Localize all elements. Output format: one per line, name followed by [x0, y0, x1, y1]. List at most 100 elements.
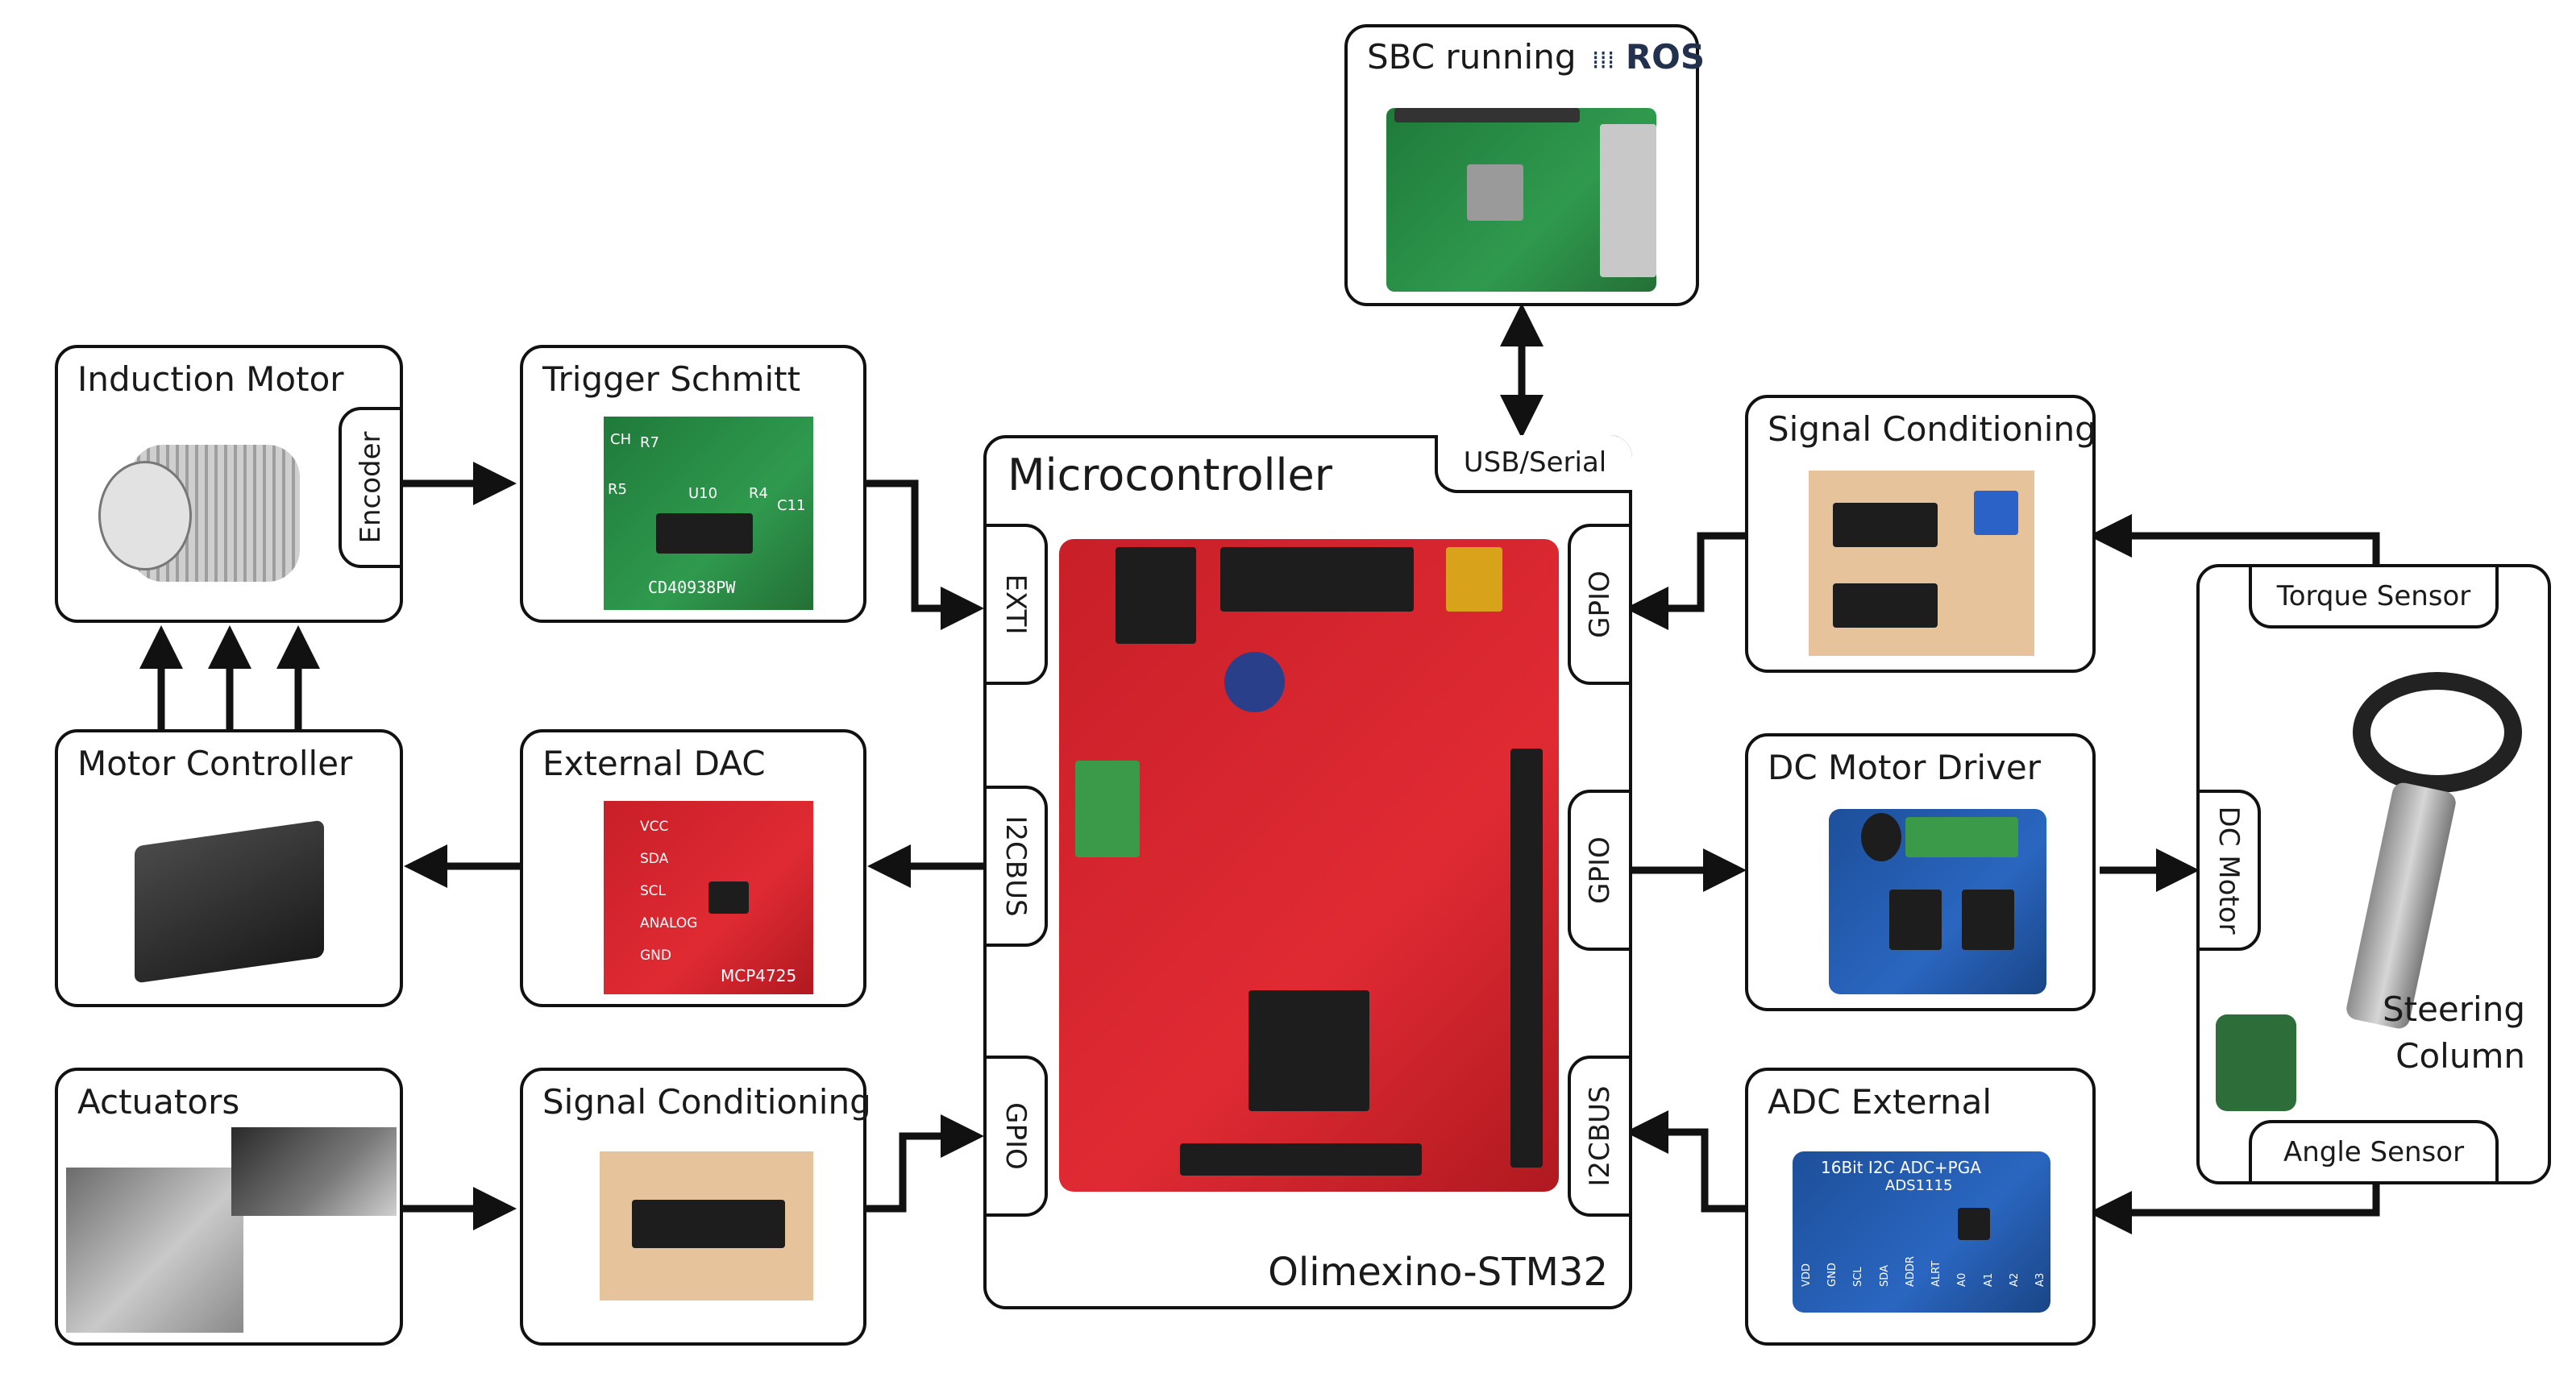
adc-pin-a0: A0: [1956, 1272, 1969, 1287]
exti-label: EXTI: [999, 574, 1032, 635]
dac-pin-sda: SDA: [640, 851, 669, 867]
microcontroller-title: Microcontroller: [1008, 450, 1332, 500]
adc-pin-scl: SCL: [1852, 1267, 1865, 1287]
ros-logo-icon: ⁞⁞⁞: [1591, 47, 1615, 75]
dac-pin-scl: SCL: [640, 883, 667, 899]
adc-external-image: 16Bit I2C ADC+PGA ADS1115 VDD GND SCL SD…: [1793, 1151, 2050, 1313]
motor-controller-title: Motor Controller: [77, 744, 353, 783]
trigger-schmitt-box: Trigger Schmitt CD40938PW U10 R7 CH R5 R…: [520, 345, 866, 623]
gpio-right-top-label: GPIO: [1584, 570, 1616, 638]
induction-motor-box: Induction Motor: [55, 345, 403, 623]
induction-motor-image: [82, 413, 332, 610]
sbc-title-text: SBC running: [1367, 37, 1577, 77]
trimpot: [1974, 491, 2018, 535]
steering-line-2: Column: [2395, 1036, 2525, 1076]
adc-chip-label: ADS1115: [1885, 1177, 1953, 1194]
usb-serial-port: USB/Serial: [1435, 435, 1632, 493]
dac-pin-gnd: GND: [640, 948, 671, 964]
adc-board-text: 16Bit I2C ADC+PGA: [1821, 1158, 1981, 1177]
signal-conditioning-right-image: [1809, 471, 2034, 656]
gpio-header: [1394, 108, 1580, 122]
driver-capacitor: [1861, 813, 1901, 861]
angle-sensor-label: Angle Sensor: [2283, 1136, 2465, 1168]
gpio-right-mid-label: GPIO: [1584, 836, 1616, 904]
adc-pin-addr: ADDR: [1904, 1256, 1917, 1287]
adc-pin-a2: A2: [2008, 1272, 2021, 1287]
adc-i2c-arrow: [1625, 1110, 1745, 1213]
controller-body: [135, 819, 324, 984]
torque-signal-arrow: [2088, 514, 2380, 568]
signal-gpio-arrow: [866, 1114, 984, 1213]
microcontroller-box: Microcontroller Olimexino-STM32: [983, 435, 1632, 1309]
signal-right-ic-2: [1833, 583, 1938, 628]
dc-motor-label: DC Motor: [2212, 806, 2245, 935]
signal-left-ic: [632, 1200, 785, 1248]
soc-chip: [1467, 164, 1523, 221]
signal-conditioning-left-box: Signal Conditioning: [520, 1068, 871, 1346]
dc-motor-driver-title: DC Motor Driver: [1768, 748, 2041, 787]
actuators-title: Actuators: [77, 1082, 240, 1122]
dac-pin-vcc: VCC: [640, 819, 669, 835]
torque-sensor-label: Torque Sensor: [2276, 580, 2471, 612]
motor-controller-image: [123, 801, 340, 990]
motor-controller-box: Motor Controller: [55, 729, 403, 1007]
i2cbus-right-label: I2CBUS: [1584, 1085, 1616, 1187]
dc-motor-driver-image: [1829, 809, 2046, 994]
signalr-gpio-arrow: [1625, 532, 1745, 630]
terminal-block: [1075, 761, 1140, 857]
trigger-schmitt-pcb-image: CD40938PW U10 R7 CH R5 R4 C11: [604, 417, 813, 610]
bottom-header: [1180, 1143, 1422, 1176]
signal-conditioning-left-image: [600, 1151, 813, 1300]
steering-column-label: Steering Column: [2383, 986, 2525, 1080]
signal-right-ic-1: [1833, 503, 1938, 547]
usb-connector: [1446, 547, 1502, 612]
adc-pin-alrt: ALRT: [1930, 1260, 1943, 1287]
angle-sensor-image: [2216, 1014, 2296, 1111]
dac-chip-label: MCP4725: [721, 966, 797, 985]
power-jack: [1116, 547, 1196, 644]
capacitor: [1224, 652, 1285, 712]
encoder-label: Encoder: [355, 431, 387, 544]
actuators-image-1: [66, 1168, 243, 1333]
gpio-right-mid-port: GPIO: [1568, 790, 1632, 951]
actuators-box: Actuators: [55, 1068, 403, 1346]
cd4093-label: CD40938PW: [648, 578, 736, 597]
raspberry-pi-image: [1386, 108, 1656, 292]
ch-label: CH: [610, 431, 632, 448]
external-dac-image: VCC SDA SCL ANALOG GND MCP4725: [604, 801, 813, 994]
trigger-schmitt-title: Trigger Schmitt: [542, 359, 801, 399]
sbc-title: SBC running ⁞⁞⁞ ROS: [1367, 37, 1705, 77]
adc-pin-vdd: VDD: [1801, 1263, 1813, 1287]
external-dac-box: External DAC VCC SDA SCL ANALOG GND MCP4…: [520, 729, 866, 1007]
usb-serial-label: USB/Serial: [1463, 446, 1607, 479]
adc-pin-a3: A3: [2034, 1272, 2046, 1287]
induction-motor-title: Induction Motor: [77, 359, 344, 399]
i2cbus-left-port: I2CBUS: [983, 786, 1048, 947]
signal-conditioning-left-title: Signal Conditioning: [542, 1082, 871, 1122]
c11-label: C11: [777, 497, 806, 514]
driver-ic-1: [1889, 890, 1942, 950]
encoder-tab: Encoder: [339, 407, 403, 568]
dac-pin-analog: ANALOG: [640, 915, 698, 931]
adc-external-title: ADC External: [1768, 1082, 1992, 1122]
adc-external-box: ADC External 16Bit I2C ADC+PGA ADS1115 V…: [1745, 1068, 2096, 1346]
steering-column-image: [2320, 672, 2538, 1031]
u10-label: U10: [688, 485, 718, 502]
motor-face: [98, 461, 192, 570]
driver-terminal: [1905, 817, 2018, 857]
gpio-left-port: GPIO: [983, 1056, 1048, 1217]
r4-label: R4: [749, 485, 768, 502]
dc-motor-driver-box: DC Motor Driver: [1745, 733, 2096, 1011]
trigger-exti-arrow: [866, 479, 984, 630]
dc-motor-tab: DC Motor: [2196, 790, 2261, 951]
gpio-right-top-port: GPIO: [1568, 524, 1632, 685]
torque-sensor-tab: Torque Sensor: [2249, 564, 2499, 628]
gpio-left-label: GPIO: [999, 1102, 1032, 1170]
olimexino-board-image: [1059, 539, 1559, 1192]
steering-line-1: Steering: [2382, 989, 2525, 1029]
adc-pin-a1: A1: [1982, 1272, 1995, 1287]
ros-logo-text: ROS: [1625, 37, 1706, 77]
r5-label: R5: [608, 481, 627, 498]
adc-pin-sda: SDA: [1878, 1265, 1891, 1287]
